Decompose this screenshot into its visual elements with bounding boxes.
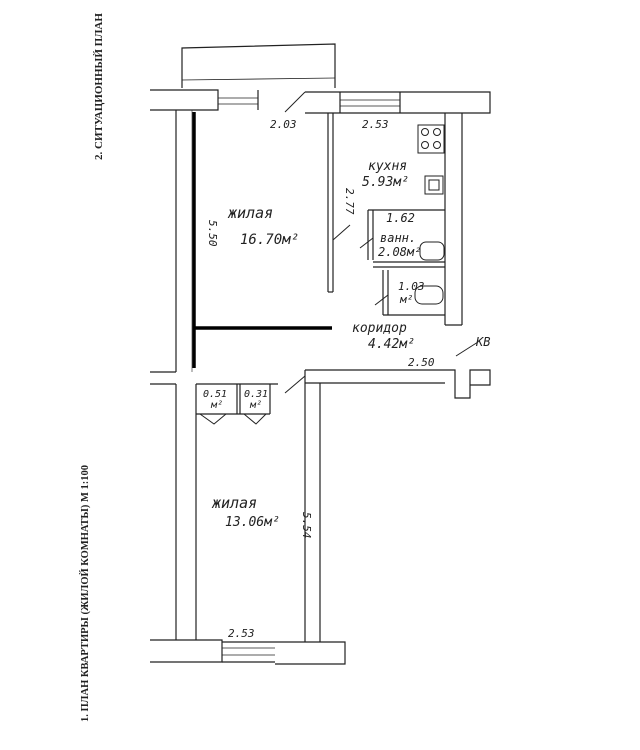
closet-1-area: м² (210, 400, 223, 411)
kv-marker: КВ (475, 335, 490, 349)
dim-bottom-width: 2.53 (228, 627, 255, 640)
bath-dim: 1.62 (386, 211, 415, 225)
living-top-name: жилая (227, 204, 273, 222)
bathtub-icon (419, 241, 445, 261)
wc-dim: 1.03 (398, 280, 425, 293)
balcony-outline (181, 43, 336, 88)
dim-corridor-width: 2.50 (408, 356, 435, 369)
toilet-icon (414, 285, 444, 305)
corridor-name: коридор (352, 321, 407, 336)
living-bottom-name: жилая (211, 494, 257, 512)
closet-2-area: м² (249, 400, 262, 411)
living-top-area: 16.70м² (240, 232, 299, 248)
closet-2-dim: 0.31 (244, 389, 268, 400)
closet-1-dim: 0.51 (203, 389, 227, 400)
dim-bottom-height: 5.54 (300, 512, 313, 539)
bath-name: ванн. (380, 231, 416, 245)
dim-kitchen-height: 2.77 (343, 188, 356, 215)
stove-icon (417, 124, 445, 154)
highlighted-walls (192, 112, 332, 368)
dim-top-left: 2.03 (270, 118, 297, 131)
dim-living-height: 5.50 (206, 220, 219, 247)
dim-top-right: 2.53 (362, 118, 389, 131)
sink-icon (424, 175, 444, 195)
bath-area: 2.08м² (378, 245, 421, 259)
wc-area: м² (399, 293, 413, 306)
living-bottom-area: 13.06м² (225, 515, 280, 530)
kitchen-area: 5.93м² (362, 175, 409, 190)
plan-walls (150, 43, 491, 665)
corridor-area: 4.42м² (368, 337, 415, 352)
kitchen-name: кухня (368, 159, 407, 174)
kv-leader-line (455, 341, 479, 357)
